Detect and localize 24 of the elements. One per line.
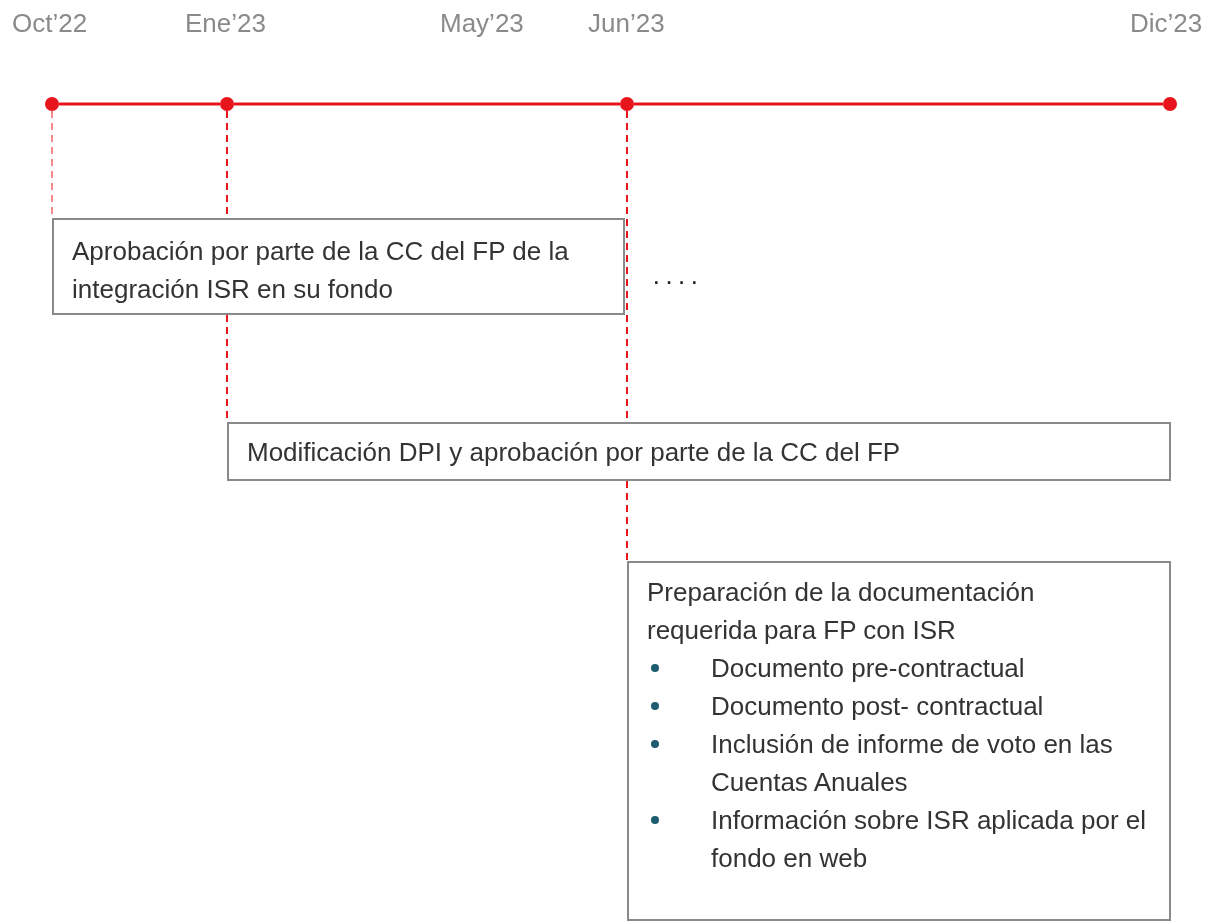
- date-label: Jun’23: [588, 8, 665, 39]
- dashed-connector: [626, 480, 628, 562]
- bullet-text: Documento post- contractual: [711, 690, 1044, 723]
- date-label: May’23: [440, 8, 524, 39]
- timeline-line: [59, 102, 220, 106]
- task-box: [227, 422, 1171, 481]
- bullet-text: Información sobre ISR aplicada por el fondo en web: [711, 804, 1147, 875]
- task-box: [52, 218, 625, 315]
- ellipsis-text: ····: [652, 266, 703, 297]
- milestone-dot: [45, 97, 59, 111]
- timeline-line: [234, 102, 620, 106]
- task-text: Aprobación por parte de la CC del FP de la integración ISR en su fondo: [72, 235, 570, 306]
- task-box: [627, 561, 1171, 921]
- bullet-text: Documento pre-contractual: [711, 652, 1025, 685]
- bullet-text: Inclusión de informe de voto en las Cuentas Anuales: [711, 728, 1114, 799]
- task-text: Preparación de la documentación requerida para FP con ISR: [647, 576, 1036, 647]
- milestone-dot: [220, 97, 234, 111]
- milestone-dot: [620, 97, 634, 111]
- date-label: Dic’23: [1130, 8, 1203, 39]
- date-label: Ene’23: [185, 8, 266, 39]
- task-text: Modificación DPI y aprobación por parte de la CC del FP: [247, 436, 902, 469]
- timeline-line: [634, 102, 1163, 106]
- date-label: Oct’22: [12, 8, 88, 39]
- milestone-dot: [1163, 97, 1177, 111]
